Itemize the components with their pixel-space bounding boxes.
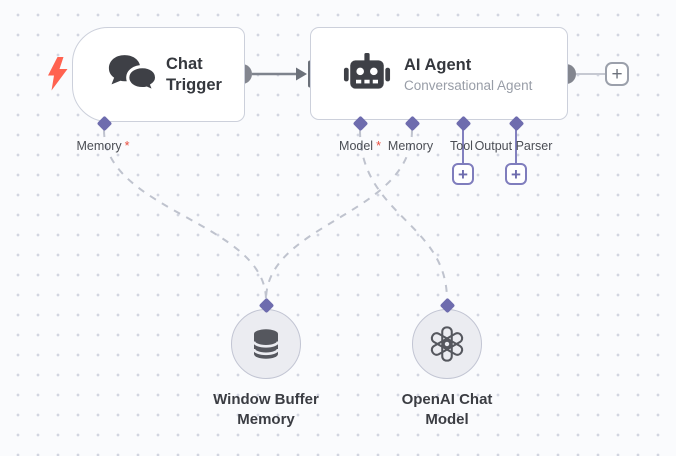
edge-model-to-openai[interactable] [359, 129, 448, 301]
edge-arrowhead [296, 67, 307, 81]
edge-memory-to-window-buffer[interactable] [265, 129, 413, 301]
openai-icon [430, 326, 464, 362]
node-chat-trigger[interactable]: Chat Trigger [72, 27, 245, 122]
robot-icon [343, 52, 391, 89]
openai-chat-model-caption: OpenAI Chat Model [401, 391, 493, 428]
database-icon [252, 329, 280, 359]
ai-agent-title: AI Agent [404, 55, 472, 74]
port-label-agent-output-parser: Output Parser [474, 139, 553, 153]
ai-agent-subtitle: Conversational Agent [404, 77, 533, 93]
node-window-buffer-memory[interactable] [231, 309, 301, 379]
window-buffer-memory-caption: Window Buffer Memory [213, 391, 319, 428]
trigger-lightning-icon [48, 57, 68, 91]
port-label-agent-tool: Tool [450, 139, 473, 153]
node-openai-chat-model[interactable] [412, 309, 482, 379]
port-label-chat-memory: Memory* [76, 139, 130, 153]
add-node-button[interactable]: + [605, 62, 629, 86]
chat-trigger-title: Chat Trigger [166, 54, 222, 94]
chat-bubbles-icon [108, 54, 159, 95]
add-tool-button[interactable]: + [452, 163, 474, 185]
edge-chat-memory-to-window-buffer[interactable] [103, 129, 267, 301]
port-label-agent-model: Model* [339, 139, 381, 153]
add-output-parser-button[interactable]: + [505, 163, 527, 185]
node-ai-agent[interactable]: AI Agent Conversational Agent [310, 27, 568, 120]
port-label-agent-memory: Memory [387, 139, 434, 153]
